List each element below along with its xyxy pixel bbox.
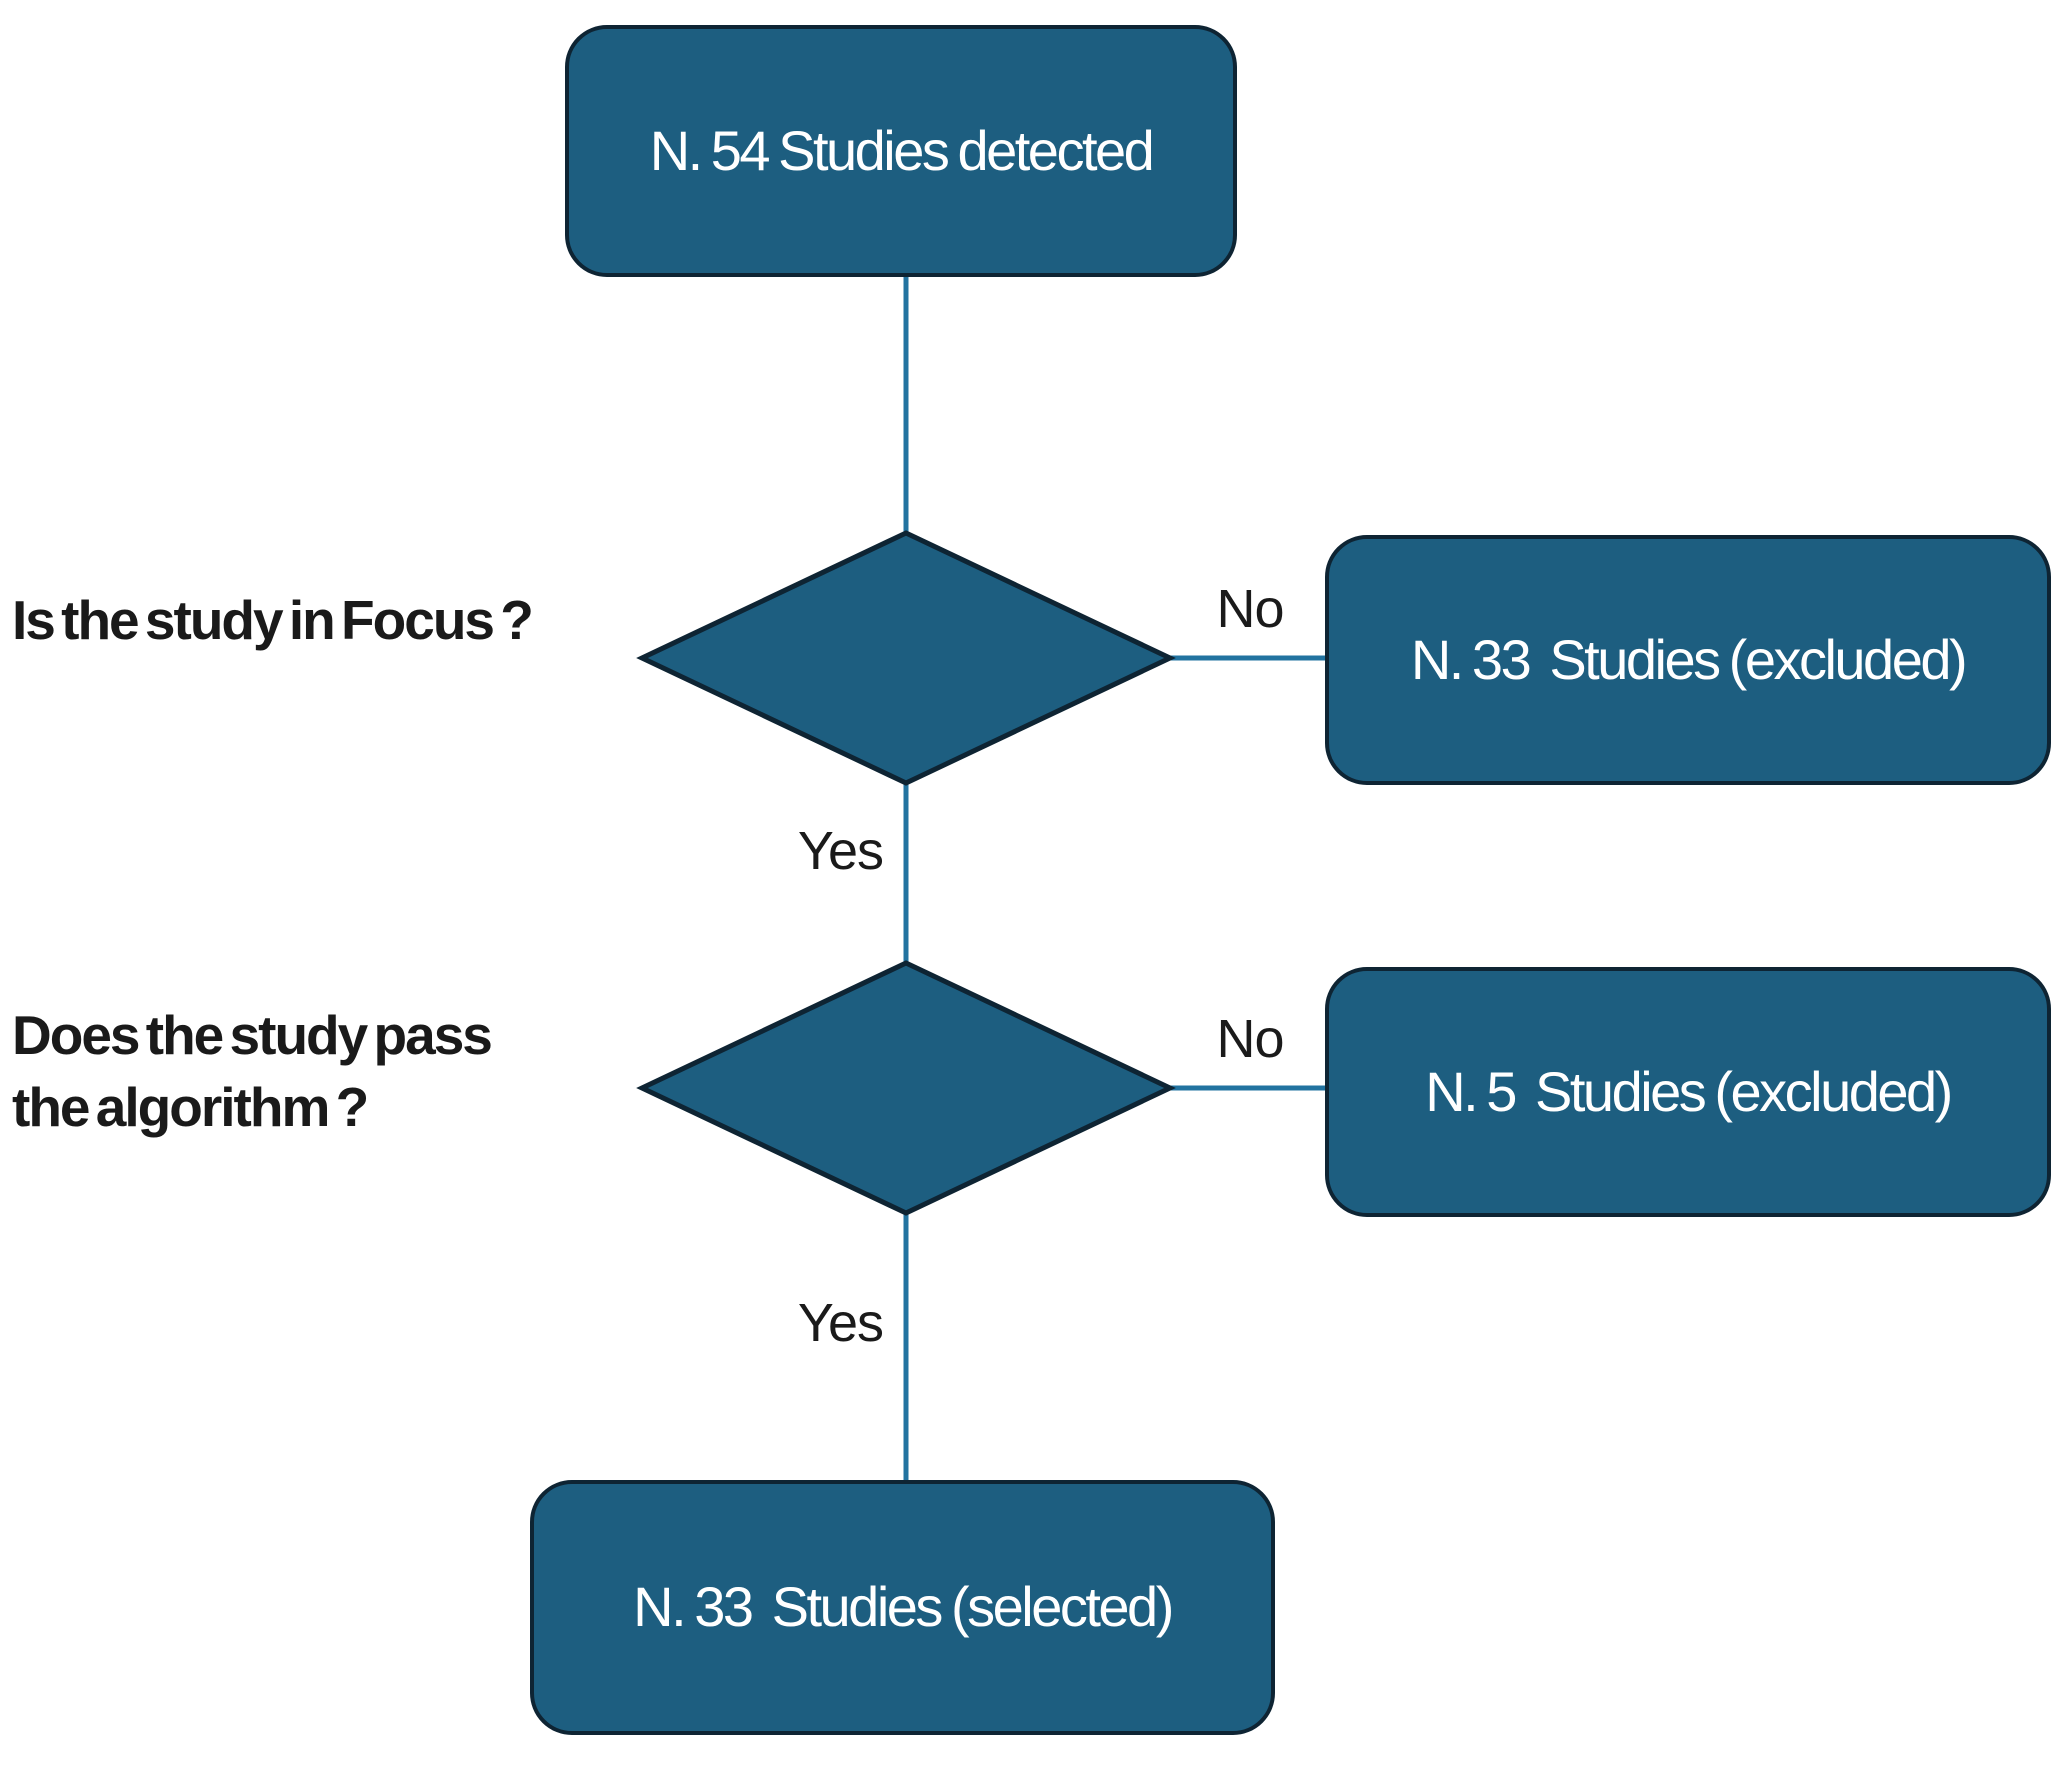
node-selected-label: N. 33 Studies (selected): [633, 1575, 1174, 1639]
node-excluded-focus: N. 33 Studies (excluded): [1325, 535, 2051, 785]
node-start: N. 54 Studies detected: [565, 25, 1237, 277]
decision-diamond-algorithm: [636, 960, 1176, 1216]
node-selected: N. 33 Studies (selected): [530, 1480, 1275, 1735]
node-excluded-algorithm: N. 5 Studies (excluded): [1325, 967, 2051, 1217]
node-excluded-focus-label: N. 33 Studies (excluded): [1410, 627, 1968, 691]
node-excluded-algorithm-label: N. 5 Studies (excluded): [1425, 1059, 1953, 1123]
question-focus: Is the study in Focus ?: [12, 589, 534, 651]
node-start-label: N. 54 Studies detected: [649, 118, 1155, 182]
edge-label-focus-no: No: [1216, 579, 1284, 639]
decision-diamond-focus: [636, 530, 1176, 786]
question-algorithm: Does the study pass the algorithm ?: [12, 1004, 493, 1138]
edge-label-algorithm-no: No: [1216, 1009, 1284, 1069]
edge-label-algorithm-yes: Yes: [797, 1293, 884, 1353]
edge-label-focus-yes: Yes: [797, 821, 884, 881]
